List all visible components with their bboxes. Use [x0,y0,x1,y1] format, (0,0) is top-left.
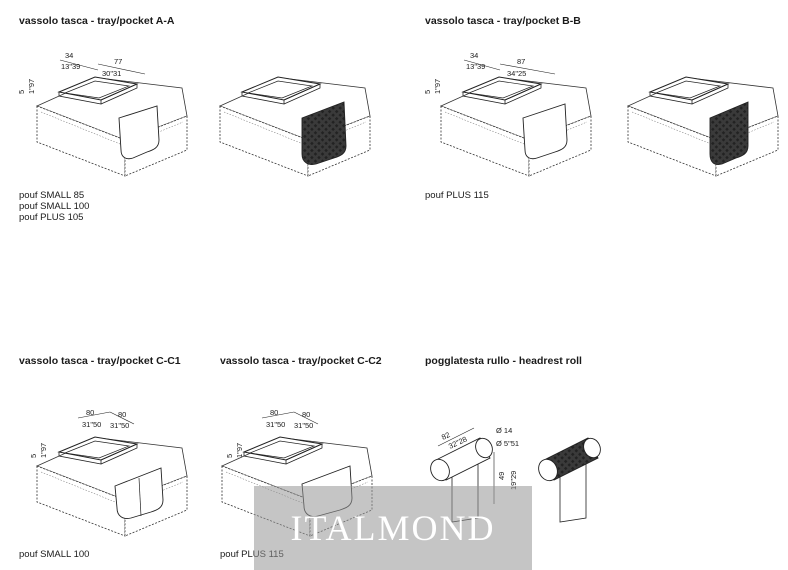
dimension-group-c-c1: 80 31"50 80 31"50 5 1"97 [29,408,135,458]
dim-c-c2-height-in: 1"97 [235,443,244,458]
caption-c-c2: pouf PLUS 115 [220,549,284,560]
dim-c-c1-width-in: 31"50 [82,420,101,429]
pouf-b-b-drawing [440,76,592,177]
dim-headrest-diameter-cm: Ø 14 [496,426,512,435]
dim-c-c2-height-cm: 5 [225,454,234,458]
dim-c-c2-depth-in: 31"50 [294,421,313,430]
dim-headrest-height-in: 19"29 [509,471,518,490]
section-title-b-b: vassolo tasca - tray/pocket B-B [425,15,581,27]
dimension-group-a-a: 34 13"39 77 30"31 5 1"97 [17,51,146,94]
dimension-group-headrest: 82 32"28 Ø 14 Ø 5"51 49 19"29 [437,426,519,504]
dim-b-b-depth-in: 34"25 [507,69,526,78]
dim-headrest-length-cm: 82 [440,430,451,442]
dim-a-a-depth-in: 30"31 [102,69,121,78]
caption-a-a: pouf SMALL 85 pouf SMALL 100 pouf PLUS 1… [19,190,89,223]
pouf-b-b-quilted-drawing [627,76,779,177]
dim-headrest-height-cm: 49 [497,472,506,480]
section-title-a-a: vassolo tasca - tray/pocket A-A [19,15,175,27]
headrest-roll-quilted-drawing [538,437,601,523]
section-title-c-c2: vassolo tasca - tray/pocket C-C2 [220,355,382,367]
dim-a-a-depth-cm: 77 [114,57,122,66]
dim-c-c1-depth-cm: 80 [118,410,126,419]
caption-b-b: pouf PLUS 115 [425,190,489,201]
pouf-c-c1-drawing [36,436,188,537]
dim-a-a-height-in: 1"97 [27,79,36,94]
dimension-group-c-c2: 80 31"50 80 31"50 5 1"97 [225,408,319,458]
dim-headrest-diameter-in: Ø 5"51 [496,439,519,448]
dim-c-c1-depth-in: 31"50 [110,421,129,430]
dimension-group-b-b: 34 13"39 87 34"25 5 1"97 [423,51,556,94]
dim-b-b-width-in: 13"39 [466,62,485,71]
dim-c-c2-depth-cm: 80 [302,410,310,419]
caption-line: pouf SMALL 100 [19,201,90,212]
dim-a-a-width-cm: 34 [65,51,73,60]
dim-a-a-height-cm: 5 [17,90,26,94]
dim-b-b-height-cm: 5 [423,90,432,94]
dim-b-b-width-cm: 34 [470,51,478,60]
watermark-overlay: ITALMOND [254,486,532,570]
dim-c-c2-width-cm: 80 [270,408,278,417]
section-title-c-c1: vassolo tasca - tray/pocket C-C1 [19,355,181,367]
dim-c-c1-height-cm: 5 [29,454,38,458]
dim-a-a-width-in: 13"39 [61,62,80,71]
watermark-text: ITALMOND [290,508,496,548]
dim-b-b-height-in: 1"97 [433,79,442,94]
dim-c-c2-width-in: 31"50 [266,420,285,429]
dim-c-c1-height-in: 1"97 [39,443,48,458]
caption-c-c1: pouf SMALL 100 [19,549,90,560]
caption-line: pouf PLUS 105 [19,212,84,223]
caption-line: pouf SMALL 85 [19,190,85,201]
section-title-headrest: pogglatesta rullo - headrest roll [425,355,582,367]
dim-b-b-depth-cm: 87 [517,57,525,66]
dim-c-c1-width-cm: 80 [86,408,94,417]
pouf-a-a-drawing [36,76,188,177]
pouf-a-a-quilted-drawing [219,76,371,177]
